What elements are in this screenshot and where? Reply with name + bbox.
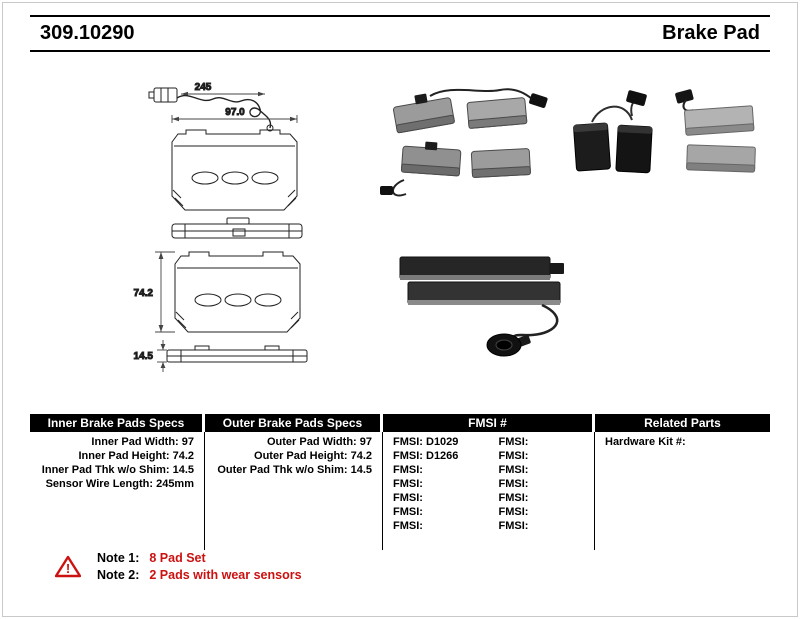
warning-icon: ! [55,555,81,578]
inner-spec-row: Inner Pad Height: 74.2 [78,450,194,462]
inner-spec-row: Inner Pad Thk w/o Shim: 14.5 [41,464,194,476]
pad-edge-view-top [171,217,303,239]
note2-label: Note 2: [97,568,140,582]
note-1: Note 1: 8 Pad Set [97,551,302,565]
outer-spec-row: Outer Pad Width: 97 [266,436,372,448]
inner-specs-column: Inner Brake Pads Specs Inner Pad Width: … [30,414,205,550]
fmsi-row: FMSI: [498,478,529,490]
fmsi-row: FMSI: [498,506,529,518]
note-lines: Note 1: 8 Pad Set Note 2: 2 Pads with we… [97,551,302,582]
pad-photo-group-right [675,89,756,173]
fmsi-body: FMSI: D1029 FMSI: D1266 FMSI: FMSI: FMSI… [383,432,595,550]
fmsi-header: FMSI # [383,414,592,432]
inner-specs-body: Inner Pad Width: 97 Inner Pad Height: 74… [30,432,205,550]
inner-pad-front-view [171,129,298,211]
outer-specs-body: Outer Pad Width: 97 Outer Pad Height: 74… [205,432,383,550]
wire-clip [266,124,274,132]
fmsi-row: FMSI: [498,520,529,532]
dim-thickness-label: 14.5 [134,351,154,362]
outer-specs-header: Outer Brake Pads Specs [205,414,380,432]
warning-exclamation: ! [66,561,70,576]
spec-table: Inner Brake Pads Specs Inner Pad Width: … [30,414,770,550]
fmsi-row: FMSI: [393,464,423,476]
dim-14 [157,340,167,372]
note1-value: 8 Pad Set [149,551,206,565]
fmsi-row: FMSI: [393,478,423,490]
page-title: Brake Pad [662,22,760,44]
brake-pad-technical-drawing: 245 97.0 [133,82,308,372]
fmsi-row: FMSI: D1266 [393,450,459,462]
note-2: Note 2: 2 Pads with wear sensors [97,568,302,582]
fmsi-row: FMSI: [498,436,529,448]
sensor-wire-photo [510,303,559,339]
inner-spec-row: Inner Pad Width: 97 [91,436,194,448]
fmsi-row: FMSI: [393,520,423,532]
fmsi-row: FMSI: [498,464,529,476]
sensor-connector-drawing [148,87,178,103]
sensor-grommet-photo [486,333,531,357]
page-header: 309.10290 Brake Pad [30,15,770,52]
notes-section: ! Note 1: 8 Pad Set Note 2: 2 Pads with … [55,551,302,582]
fmsi-row: FMSI: D1029 [393,436,459,448]
related-parts-column: Related Parts Hardware Kit #: [595,414,770,550]
fmsi-column: FMSI # FMSI: D1029 FMSI: D1266 FMSI: FMS… [383,414,595,550]
dim-width-label: 97.0 [225,107,245,118]
dim-97 [171,115,298,123]
dim-245 [181,91,265,97]
stacked-pads-photo [399,256,564,305]
pad-edge-view-bottom [166,345,308,363]
fmsi-left-subcolumn: FMSI: D1029 FMSI: D1266 FMSI: FMSI: FMSI… [383,435,489,550]
fmsi-row: FMSI: [393,492,423,504]
dim-height-label: 74.2 [134,288,154,299]
pad-photo-group-middle [573,90,653,174]
inner-specs-header: Inner Brake Pads Specs [30,414,202,432]
pad-photo-group-left [380,88,548,197]
related-parts-header: Related Parts [595,414,770,432]
related-parts-body: Hardware Kit #: [595,432,770,550]
wear-sensor-wire-drawing [176,94,272,129]
fmsi-right-subcolumn: FMSI: FMSI: FMSI: FMSI: FMSI: FMSI: FMSI… [489,435,595,550]
outer-specs-column: Outer Brake Pads Specs Outer Pad Width: … [205,414,383,550]
dim-74 [155,251,175,333]
inner-spec-row: Sensor Wire Length: 245mm [45,478,194,490]
brake-pad-sensor-photo [399,256,564,357]
dim-sensor-wire-label: 245 [195,82,212,93]
related-parts-row: Hardware Kit #: [605,436,686,448]
outer-spec-row: Outer Pad Thk w/o Shim: 14.5 [217,464,372,476]
note1-label: Note 1: [97,551,140,565]
brake-pad-photos [380,88,756,197]
fmsi-row: FMSI: [393,506,423,518]
fmsi-row: FMSI: [498,450,529,462]
outer-pad-front-view [174,251,301,333]
part-number: 309.10290 [40,22,135,44]
fmsi-row: FMSI: [498,492,529,504]
note2-value: 2 Pads with wear sensors [149,568,302,582]
outer-spec-row: Outer Pad Height: 74.2 [254,450,372,462]
